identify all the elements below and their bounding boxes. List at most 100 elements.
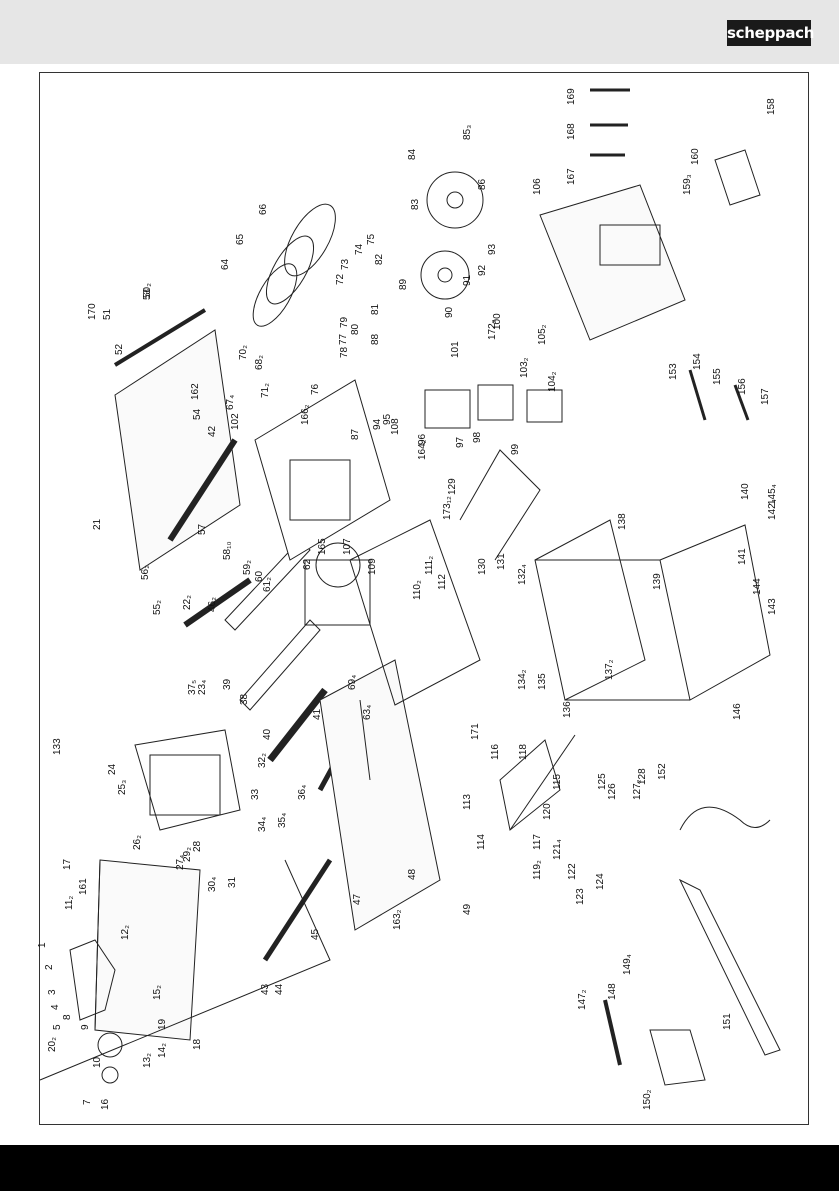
part-label: 40 bbox=[262, 728, 273, 740]
part-label: 113 bbox=[462, 794, 473, 810]
part-label: 74 bbox=[354, 243, 365, 255]
part-label: 35₄ bbox=[277, 813, 288, 828]
part-label: 164₂ bbox=[417, 439, 428, 460]
part-label: 132₄ bbox=[517, 564, 528, 585]
part-label: 105₂ bbox=[537, 324, 548, 345]
shaft-40 bbox=[267, 687, 328, 763]
footer-band bbox=[0, 1145, 839, 1191]
part-label: 85₃ bbox=[462, 125, 473, 140]
part-label: 95 bbox=[382, 413, 393, 425]
part-label: 116 bbox=[490, 744, 501, 760]
part-label: 143 bbox=[767, 598, 778, 615]
part-label: 71₂ bbox=[260, 383, 271, 398]
part-label: 22₂ bbox=[182, 595, 193, 610]
part-label: 134₂ bbox=[517, 669, 528, 690]
part-label: 114 bbox=[476, 834, 487, 850]
rack-46 bbox=[224, 539, 311, 631]
part-label: 108 bbox=[390, 418, 401, 435]
part-label: 44 bbox=[274, 983, 285, 995]
rack-38 bbox=[239, 619, 321, 711]
part-label: 151 bbox=[722, 1013, 733, 1030]
part-label: 38 bbox=[239, 693, 250, 705]
part-label: 117 bbox=[532, 834, 543, 850]
part-label: 100 bbox=[492, 313, 503, 330]
part-label: 126 bbox=[607, 783, 618, 800]
part-label: 66 bbox=[258, 203, 269, 215]
part-label: 51 bbox=[102, 308, 113, 320]
part-label: 32₂ bbox=[257, 753, 268, 768]
part-label: 13₂ bbox=[142, 1053, 153, 1068]
part-label: 26₂ bbox=[132, 835, 143, 850]
part-label: 60 bbox=[254, 570, 265, 582]
part-label: 119₂ bbox=[532, 860, 543, 880]
part-label: 8 bbox=[62, 1014, 73, 1020]
part-label: 28 bbox=[192, 840, 203, 852]
part-label: 161 bbox=[78, 878, 89, 895]
cable-152 bbox=[679, 806, 771, 831]
housing bbox=[254, 379, 391, 561]
part-label: 94 bbox=[372, 418, 383, 430]
fence-118 bbox=[499, 739, 561, 831]
part-label: 127₂ bbox=[632, 779, 643, 800]
part-label: 142₄ bbox=[767, 499, 778, 520]
part-label: 54 bbox=[192, 408, 203, 420]
part-label: 27₄ bbox=[175, 855, 186, 870]
part-label: 15₂ bbox=[152, 985, 163, 1000]
part-label: 78 bbox=[339, 346, 350, 358]
part-label: 91 bbox=[462, 274, 473, 286]
part-label: 166₂ bbox=[300, 404, 311, 425]
part-label: 92 bbox=[477, 264, 488, 276]
part-labels: 123457891011₂12₂13₂14₂15₂1617181920₂2122… bbox=[37, 88, 778, 1110]
adapter-158 bbox=[714, 149, 761, 206]
table-47 bbox=[319, 659, 441, 931]
part-label: 107 bbox=[342, 538, 353, 555]
part-label: 53 bbox=[142, 288, 153, 300]
part-label: 37₅ bbox=[187, 680, 198, 695]
part-label: 171 bbox=[470, 723, 481, 740]
part-label: 88 bbox=[370, 333, 381, 345]
part-label: 167 bbox=[566, 168, 577, 185]
part-label: 146 bbox=[732, 703, 743, 720]
motor-107 bbox=[304, 559, 371, 626]
part-label: 11₂ bbox=[64, 896, 75, 910]
part-label: 137₂ bbox=[604, 659, 615, 680]
cabinet-146 bbox=[659, 524, 771, 701]
part-label: 24 bbox=[107, 763, 118, 775]
part-label: 62 bbox=[302, 558, 313, 570]
part-label: 149₄ bbox=[622, 954, 633, 975]
part-label: 109 bbox=[367, 558, 378, 575]
knob-10 bbox=[97, 1032, 123, 1058]
belt-66 bbox=[284, 203, 336, 277]
part-label: 29₂ bbox=[182, 847, 193, 862]
part-label: 17 bbox=[62, 858, 73, 870]
knob-7 bbox=[101, 1066, 119, 1084]
part-label: 70₂ bbox=[238, 345, 249, 360]
rod-52 bbox=[113, 308, 207, 367]
part-label: 159₃ bbox=[682, 174, 693, 195]
part-label: 55₂ bbox=[152, 600, 163, 615]
frame-129 bbox=[459, 449, 541, 561]
part-label: 138 bbox=[617, 513, 628, 530]
box-96 bbox=[424, 389, 471, 429]
part-label: 153 bbox=[668, 363, 679, 380]
part-label: 158 bbox=[766, 98, 777, 115]
pulley-84 bbox=[426, 171, 484, 229]
part-label: 124 bbox=[595, 873, 606, 890]
part-label: 64 bbox=[220, 258, 231, 270]
part-label: 121₄ bbox=[552, 839, 563, 860]
part-label: 81 bbox=[370, 303, 381, 315]
part-label: 79 bbox=[339, 316, 350, 328]
part-label: 165 bbox=[317, 538, 328, 555]
part-label: 162 bbox=[190, 383, 201, 400]
part-label: 67₄ bbox=[225, 395, 236, 410]
hood-109 bbox=[349, 519, 481, 706]
part-label: 155 bbox=[712, 368, 723, 385]
part-label: 131 bbox=[496, 553, 507, 570]
part-label: 46₂ bbox=[207, 597, 218, 612]
part-label: 21 bbox=[92, 518, 103, 530]
part-label: 80 bbox=[350, 323, 361, 335]
part-label: 99 bbox=[510, 443, 521, 455]
part-label: 3 bbox=[47, 989, 58, 995]
part-label: 125 bbox=[597, 773, 608, 790]
